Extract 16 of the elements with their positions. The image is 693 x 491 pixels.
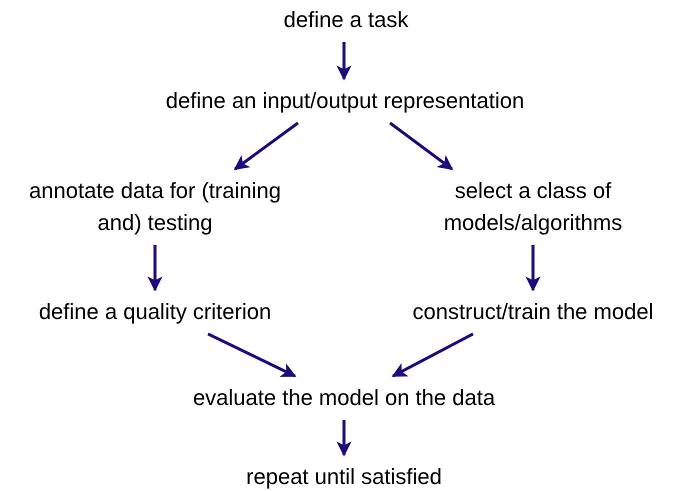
arrow — [148, 244, 162, 292]
arrow — [389, 122, 454, 170]
arrow — [336, 42, 352, 81]
step-text: annotate data for (training and) testing — [11, 169, 299, 245]
step-text: construct/train the model — [408, 290, 658, 334]
step-text: define a task — [280, 0, 412, 42]
step-text: repeat until satisfied — [242, 455, 446, 491]
arrow — [234, 122, 299, 170]
step-text: define an input/output representation — [162, 79, 528, 123]
arrow — [526, 244, 540, 292]
step-text: define a quality criterion — [34, 290, 276, 334]
arrow — [392, 332, 474, 378]
arrow — [336, 420, 352, 457]
step-text: evaluate the model on the data — [188, 376, 500, 420]
step-text: select a class of models/algorithms — [399, 169, 667, 245]
arrow — [207, 332, 296, 378]
